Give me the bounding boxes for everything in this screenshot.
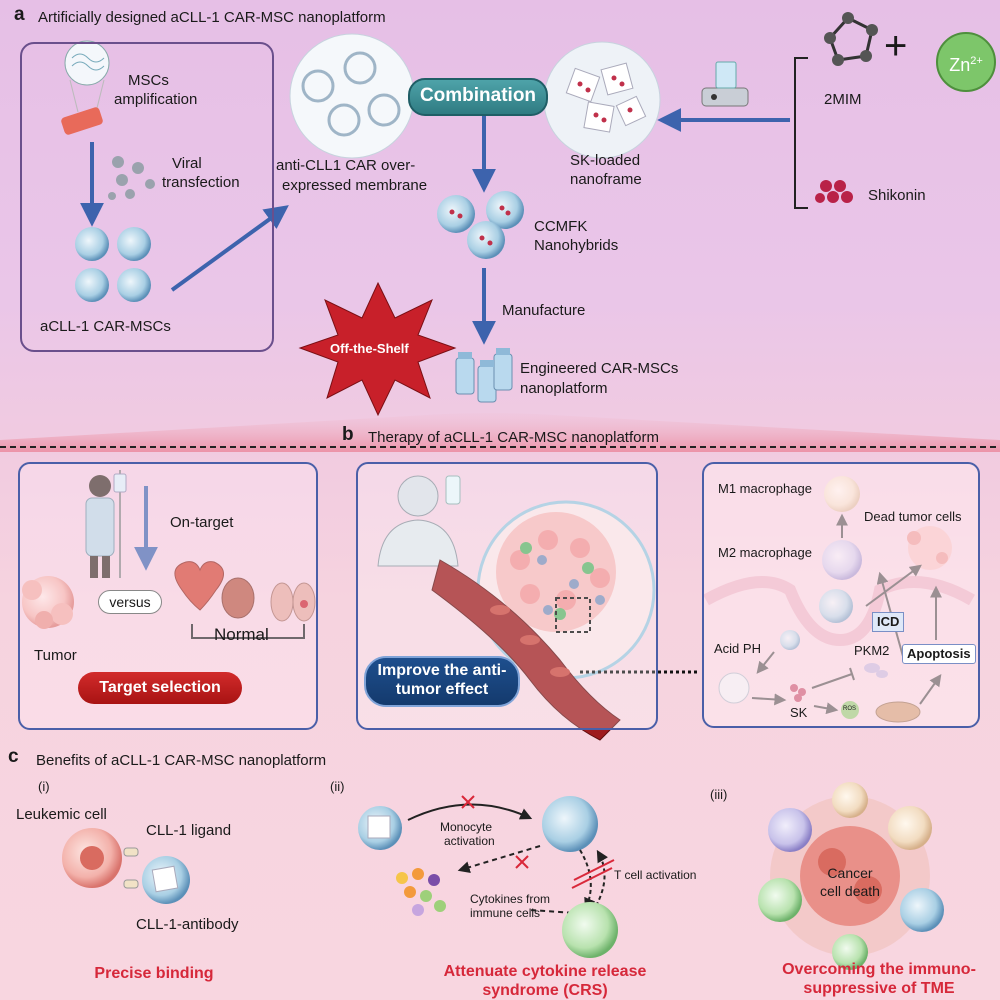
zinc-charge: 2+: [970, 55, 983, 67]
panel-a-title: Artificially designed aCLL-1 CAR-MSC nan…: [38, 9, 386, 26]
cytokines-line2: immune cells: [470, 906, 541, 920]
2mim-molecule-icon: [824, 12, 878, 66]
car-msc-cells-icon: [75, 227, 151, 302]
kidney-icon: [221, 577, 255, 619]
patient-silhouette-icon: [377, 475, 461, 567]
patient-icon: [85, 470, 127, 578]
membrane-vesicles-icon: [289, 33, 415, 159]
tcell-activation-label: T cell activation: [614, 868, 697, 882]
membrane-label-line2: expressed membrane: [282, 177, 428, 194]
icd-label: ICD: [872, 612, 905, 632]
shikonin-label: Shikonin: [868, 187, 926, 204]
panel-b-right-box: [702, 462, 980, 728]
normal-label: Normal: [214, 625, 269, 644]
car-msc-small-icon: [358, 806, 402, 850]
target-selection-badge: Target selection: [78, 672, 242, 704]
sk-loaded-line1: SK-loaded: [570, 152, 641, 169]
ccmfk-nanohybrids-icon: [437, 191, 524, 259]
off-the-shelf-starburst: [298, 281, 457, 417]
sk-loaded-line2: nanoframe: [570, 171, 642, 188]
roman-ii: (ii): [330, 779, 345, 794]
msc-flask-icon: [61, 40, 110, 135]
panel-b-letter: b: [342, 424, 354, 445]
engineered-line1: Engineered CAR-MSCs: [520, 360, 679, 377]
on-target-label: On-target: [170, 514, 234, 531]
msc-amplification-line2: amplification: [114, 91, 198, 108]
panel-a-msc-box: [20, 42, 274, 352]
dead-tumor-label: Dead tumor cells: [864, 509, 962, 524]
precise-binding-caption: Precise binding: [94, 965, 214, 982]
blood-vessel-icon: [431, 559, 621, 741]
crs-line2: syndrome (CRS): [482, 982, 608, 999]
cytokines-icon: [396, 868, 446, 916]
ros-label: ROS: [843, 706, 857, 712]
monocyte-icon: [542, 796, 598, 852]
sk-label: SK: [790, 705, 808, 720]
m2-macrophage-label: M2 macrophage: [718, 545, 812, 560]
cll1-ligand-label: CLL-1 ligand: [146, 822, 232, 839]
2mim-label: 2MIM: [824, 91, 862, 108]
crs-line1: Attenuate cytokine release: [443, 963, 647, 980]
ccmfk-line2: Nanohybrids: [534, 237, 619, 254]
car-mscs-label: aCLL-1 CAR-MSCs: [40, 318, 171, 335]
stirrer-icon: [701, 61, 749, 107]
cll1-antibody-label: CLL-1-antibody: [136, 916, 239, 933]
crs-caption: Attenuate cytokine release syndrome (CRS…: [420, 962, 670, 1000]
car-msc-binding-icon: [142, 856, 190, 904]
panel-c-letter: c: [8, 746, 19, 767]
manufacture-label: Manufacture: [502, 302, 586, 319]
roman-iii: (iii): [710, 787, 728, 802]
zinc-label: Zn: [949, 55, 971, 75]
panel-c-title: Benefits of aCLL-1 CAR-MSC nanoplatform: [36, 752, 327, 769]
viral-transfection-line2: transfection: [162, 174, 240, 191]
leukemic-cell-icon: [62, 828, 122, 888]
virus-icon: [108, 156, 155, 200]
pkm2-label: PKM2: [854, 643, 890, 658]
tme-line2: suppressive of TME: [803, 980, 955, 997]
tumor-label: Tumor: [34, 647, 77, 664]
tme-line1: Overcoming the immuno-: [782, 961, 976, 978]
cancer-line1: Cancer: [827, 865, 873, 881]
tme-cluster-icon: [758, 782, 944, 970]
engineered-line2: nanoplatform: [520, 380, 608, 397]
panel-b-title: Therapy of aCLL-1 CAR-MSC nanoplatform: [368, 429, 659, 446]
zinc-ion-badge: Zn2+: [936, 32, 996, 92]
lung-icon: [270, 582, 316, 622]
t-cell-icon: [562, 902, 618, 958]
acid-ph-label: Acid PH: [714, 641, 761, 656]
cytokines-line1: Cytokines from: [470, 892, 551, 906]
tumor-icon: [22, 576, 74, 629]
improve-effect-badge: Improve the anti- tumor effect: [364, 656, 520, 707]
cancer-line2: cell death: [820, 883, 880, 899]
plus-sign: +: [884, 24, 908, 68]
viral-transfection-line1: Viral: [172, 155, 202, 172]
shikonin-icon: [815, 180, 853, 203]
roman-i: (i): [38, 779, 50, 794]
msc-amplification-line1: MSCs: [128, 72, 169, 89]
apoptosis-badge: Apoptosis: [902, 644, 976, 664]
heart-icon: [174, 561, 224, 611]
tme-caption: Overcoming the immuno- suppressive of TM…: [766, 960, 992, 998]
membrane-label-line1: anti-CLL1 CAR over-: [276, 157, 416, 174]
off-the-shelf-label: Off-the-Shelf: [330, 341, 409, 356]
nanoframe-icon: [543, 41, 661, 159]
m1-macrophage-label: M1 macrophage: [718, 481, 812, 496]
panel-a-letter: a: [14, 4, 25, 25]
combination-badge: Combination: [408, 78, 548, 116]
vials-icon: [455, 348, 513, 403]
improve-line1: Improve the anti-: [377, 662, 507, 679]
monocyte-line1: Monocyte: [440, 820, 493, 834]
leukemic-cell-label: Leukemic cell: [16, 806, 107, 823]
ccmfk-line1: CCMFK: [534, 218, 588, 235]
versus-badge: versus: [98, 590, 162, 614]
monocyte-line2: activation: [444, 834, 495, 848]
improve-line2: tumor effect: [395, 681, 489, 698]
